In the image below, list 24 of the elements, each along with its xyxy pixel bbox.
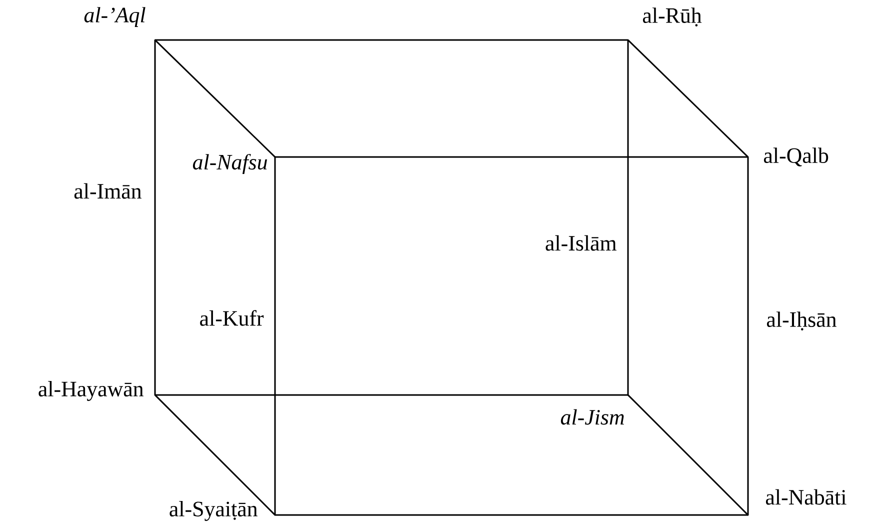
vertex-label: al-Rūḥ xyxy=(642,8,702,26)
edge-label: al-Imān xyxy=(74,183,142,199)
edge-label: al-Kufr xyxy=(200,310,264,326)
edge-label: al-Iḥsān xyxy=(766,312,836,330)
cube-edge xyxy=(154,39,156,396)
vertex-label: al-Qalb xyxy=(764,148,828,166)
cube-edge xyxy=(627,39,629,396)
vertex-label: al-Nafsu xyxy=(192,154,268,174)
vertex-label: al-Nabāti xyxy=(766,489,846,505)
cube-edge xyxy=(154,39,629,41)
vertex-label: al-Hayawān xyxy=(38,381,144,401)
edge-label: al-Islām xyxy=(546,235,616,251)
cube-edge xyxy=(154,394,276,516)
cube-edge xyxy=(627,394,749,516)
cube-edge xyxy=(274,156,276,516)
cube-edge xyxy=(274,156,749,158)
cube-edge xyxy=(154,394,629,396)
cube-edge xyxy=(747,156,749,516)
cube-edge xyxy=(627,39,749,158)
vertex-label: al-Jism xyxy=(560,409,624,425)
vertex-label: al-’Aql xyxy=(84,7,146,27)
cube-edge xyxy=(274,514,749,516)
cube-edge xyxy=(154,39,276,158)
vertex-label: al-Syaiṭān xyxy=(170,501,258,521)
